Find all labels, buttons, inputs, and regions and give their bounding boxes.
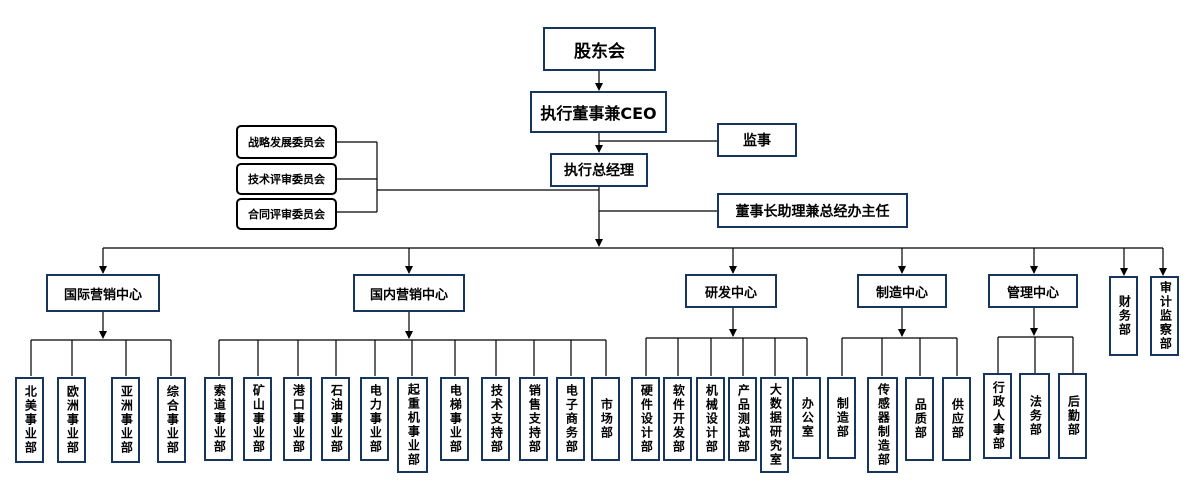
dept-mgmt-2: 后勤部 bbox=[1058, 373, 1087, 459]
center-manufacturing: 制造中心 bbox=[857, 274, 947, 308]
dept-rd-5: 办公室 bbox=[792, 377, 821, 459]
dept-rd-0: 硬件设计部 bbox=[631, 377, 660, 461]
dept-domestic-0: 索道事业部 bbox=[204, 377, 233, 461]
dept-mgmt-1: 法务部 bbox=[1019, 373, 1050, 459]
dept-rd-4: 大数据研究室 bbox=[760, 377, 789, 473]
dept-rd-1: 软件开发部 bbox=[663, 377, 692, 461]
center-international-marketing: 国际营销中心 bbox=[46, 274, 160, 312]
dept-mfg-3: 供应部 bbox=[942, 377, 971, 461]
dept-mfg-1: 传感器制造部 bbox=[867, 377, 898, 473]
dept-domestic-9: 电子商务部 bbox=[556, 377, 585, 461]
general-manager-box: 执行总经理 bbox=[550, 153, 648, 187]
dept-mfg-0: 制造部 bbox=[827, 377, 856, 459]
dept-domestic-5: 起重机事业部 bbox=[397, 377, 428, 473]
center-rd: 研发中心 bbox=[685, 274, 777, 308]
dept-finance: 财务部 bbox=[1109, 276, 1138, 356]
dept-domestic-6: 电梯事业部 bbox=[440, 377, 469, 461]
dept-domestic-7: 技术支持部 bbox=[481, 377, 510, 461]
dept-domestic-10: 市场部 bbox=[591, 377, 620, 461]
committee-tech-review: 技术评审委员会 bbox=[236, 163, 337, 195]
ceo-box: 执行董事兼CEO bbox=[530, 91, 667, 133]
center-domestic-marketing: 国内营销中心 bbox=[353, 274, 465, 312]
dept-domestic-4: 电力事业部 bbox=[360, 377, 389, 461]
center-management: 管理中心 bbox=[988, 274, 1078, 308]
shareholders-box: 股东会 bbox=[543, 27, 656, 71]
dept-intl-2: 亚洲事业部 bbox=[111, 377, 140, 463]
committee-contract-review: 合同评审委员会 bbox=[236, 198, 337, 230]
committee-strategy: 战略发展委员会 bbox=[236, 125, 337, 159]
dept-intl-3: 综合事业部 bbox=[157, 377, 186, 463]
dept-domestic-2: 港口事业部 bbox=[283, 377, 312, 461]
dept-mfg-2: 品质部 bbox=[905, 377, 934, 461]
dept-intl-0: 北美事业部 bbox=[15, 377, 44, 463]
dept-domestic-3: 石油事业部 bbox=[321, 377, 350, 461]
supervisor-box: 监事 bbox=[717, 123, 797, 157]
dept-rd-2: 机械设计部 bbox=[696, 377, 725, 461]
dept-mgmt-0: 行政人事部 bbox=[983, 373, 1012, 459]
dept-audit: 审计监察部 bbox=[1150, 276, 1179, 356]
dept-intl-1: 欧洲事业部 bbox=[57, 377, 86, 463]
assistant-box: 董事长助理兼总经办主任 bbox=[717, 193, 908, 228]
dept-domestic-8: 销售支持部 bbox=[519, 377, 548, 461]
dept-domestic-1: 矿山事业部 bbox=[243, 377, 272, 461]
dept-rd-3: 产品测试部 bbox=[728, 377, 757, 461]
